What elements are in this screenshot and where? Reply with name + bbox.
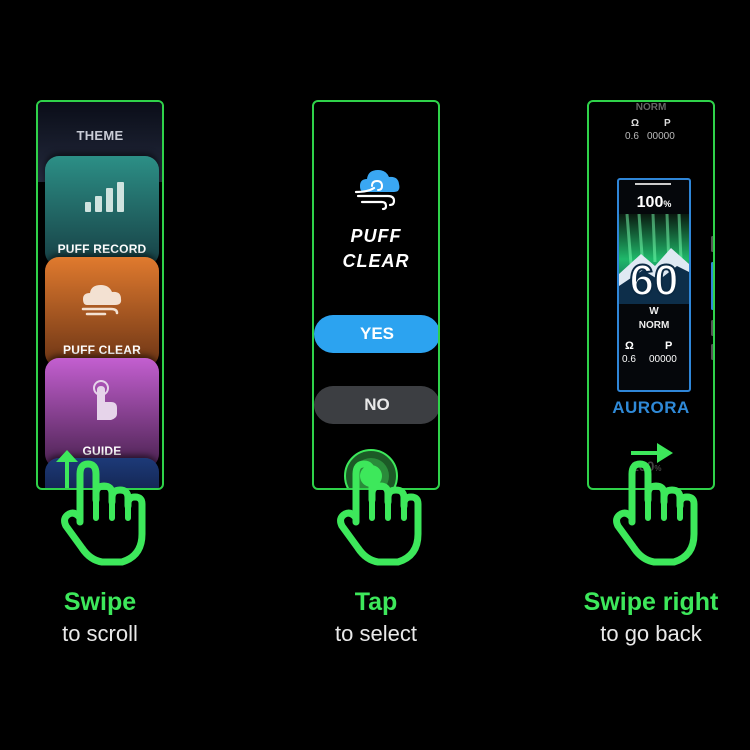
battery-unit: % (663, 199, 672, 209)
wattage-value: 60 (629, 255, 680, 306)
puff-count: 00000 (649, 354, 677, 365)
battery-readout: 100% (619, 194, 689, 212)
tap-hand-icon (334, 452, 426, 570)
card-label: PUFF RECORD (57, 242, 147, 256)
caption-subtitle: to scroll (62, 621, 138, 646)
mode-label: NORM (638, 320, 670, 331)
theme-menu-item[interactable]: THEME (76, 128, 124, 143)
no-button[interactable]: NO (314, 386, 438, 424)
wattage-unit: W (649, 306, 659, 317)
card-label: GUIDE (82, 444, 122, 458)
mode-label: NORM (635, 102, 667, 113)
aurora-artwork (619, 214, 689, 304)
tap-hand-icon (93, 380, 117, 420)
scroll-demo-panel[interactable]: THEME PUFF RECORD PUFF CLEAR GUIDE (36, 100, 164, 490)
ohm-symbol: Ω (625, 340, 634, 352)
scrollbar-track (711, 320, 713, 336)
caption-title: Swipe right (583, 588, 719, 616)
puff-clear-title: PUFF CLEAR (314, 224, 438, 274)
top-divider (635, 183, 671, 185)
tap-caption: Tap to select (246, 587, 506, 651)
swipe-right-caption: Swipe right to go back (521, 587, 750, 651)
cloud-wind-icon (81, 285, 122, 316)
theme-name: AURORA (612, 398, 690, 417)
battery-unit: % (654, 464, 662, 473)
scrollbar-track (711, 344, 713, 360)
title-line: PUFF (350, 226, 402, 246)
arrow-right-icon (631, 443, 673, 463)
caption-subtitle: to select (335, 621, 417, 646)
cloud-wind-icon (354, 168, 401, 211)
yes-button[interactable]: YES (314, 315, 438, 353)
caption-title: Tap (354, 588, 398, 616)
puff-record-card[interactable]: PUFF RECORD (45, 156, 159, 266)
puff-clear-card[interactable]: PUFF CLEAR (45, 257, 159, 367)
ohm-value: 0.6 (625, 131, 639, 142)
ohm-value: 0.6 (622, 354, 636, 365)
caption-subtitle: to go back (600, 621, 702, 646)
ohm-symbol: Ω (631, 118, 640, 129)
guide-card[interactable]: GUIDE (45, 358, 159, 468)
puff-count: 00000 (647, 131, 675, 142)
swipe-caption: Swipe to scroll (0, 587, 230, 651)
title-line: CLEAR (342, 251, 410, 271)
arrow-up-icon (56, 450, 78, 488)
signal-bars-icon (85, 182, 124, 212)
battery-value: 100 (636, 194, 664, 211)
swipe-right-hand-icon (610, 452, 702, 570)
scrollbar-track (711, 236, 713, 252)
scrollbar-thumb[interactable] (711, 262, 713, 310)
p-symbol: P (664, 118, 671, 129)
tap-demo-panel[interactable]: PUFF CLEAR YES NO (312, 100, 440, 490)
theme-preview-screen[interactable]: 100% 60 W NORM Ω P 0.6 00000 (617, 178, 691, 392)
swipe-hand-icon (58, 452, 150, 570)
swipe-back-demo-panel[interactable]: NORM Ω P 0.6 00000 100% 60 W NORM Ω P 0. (587, 100, 715, 490)
card-label: PUFF CLEAR (63, 343, 141, 357)
p-symbol: P (665, 340, 673, 352)
caption-title: Swipe (63, 588, 137, 616)
